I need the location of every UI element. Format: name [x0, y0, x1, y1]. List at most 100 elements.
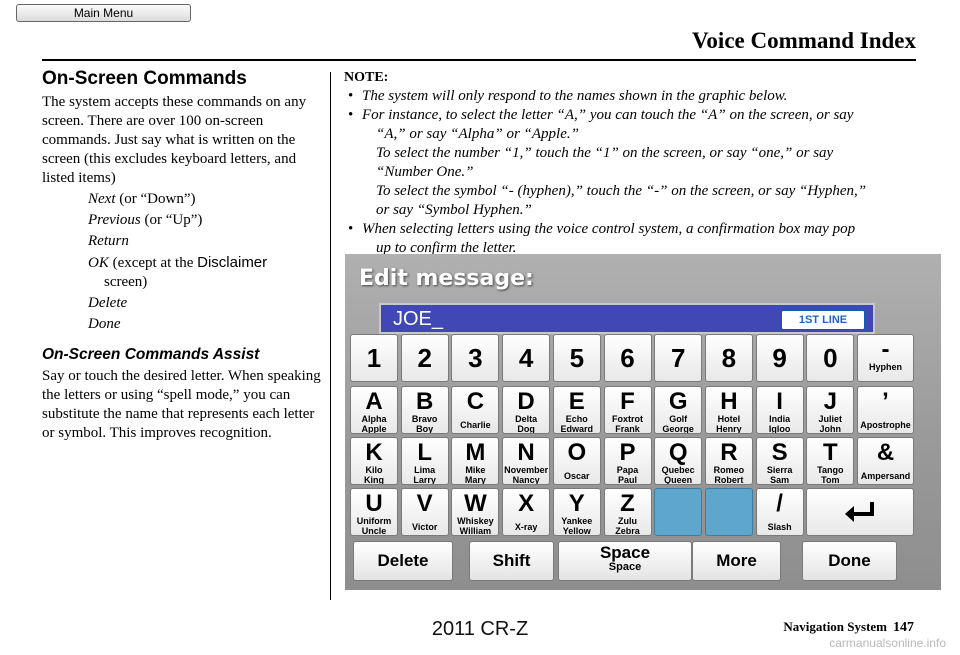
shift-button[interactable]: Shift: [469, 541, 554, 581]
key-ampersand[interactable]: &Ampersand: [857, 437, 914, 485]
key-6[interactable]: 6: [603, 334, 652, 382]
key-1[interactable]: 1: [350, 334, 398, 382]
key-label: Yankee: [561, 516, 593, 526]
key-blank: [704, 488, 753, 536]
key-label: 4: [518, 343, 534, 373]
edit-message-title: Edit message:: [359, 266, 534, 291]
key-label: Foxtrot: [612, 414, 643, 424]
key-label: 2: [417, 343, 432, 373]
key-oscar[interactable]: O Oscar: [552, 437, 601, 485]
key-label: Victor: [412, 522, 438, 532]
key-label: K: [365, 439, 383, 466]
key-label: E: [568, 388, 585, 415]
header-rule: [42, 59, 916, 61]
key-label: Edward: [560, 424, 594, 434]
key-label: H: [720, 388, 738, 415]
key-8[interactable]: 8: [704, 334, 753, 382]
command-list: Next (or “Down”) Previous (or “Up”) Retu…: [42, 190, 327, 334]
key-2[interactable]: 2: [400, 334, 449, 382]
space-button[interactable]: Space Space: [558, 541, 692, 581]
key-label: Papa: [616, 465, 639, 475]
key-0[interactable]: 0: [806, 334, 855, 382]
key-label: Romeo: [713, 465, 745, 475]
key-label: Paul: [617, 475, 637, 485]
key-label: -: [881, 336, 890, 363]
done-button[interactable]: Done: [802, 541, 897, 581]
note-bullet: When selecting letters using the voice c…: [344, 220, 924, 258]
key-label: John: [819, 424, 842, 434]
key-label: Boy: [416, 424, 434, 434]
main-menu-button[interactable]: Main Menu: [16, 4, 191, 22]
key-label: ’: [882, 388, 889, 415]
key-label: 7: [670, 343, 686, 373]
key-apostrophe[interactable]: ’Apostrophe: [857, 386, 914, 434]
key-hyphen[interactable]: -Hyphen: [857, 334, 914, 382]
key-label: Bravo: [411, 414, 438, 424]
key-label: A: [365, 388, 383, 415]
delete-button[interactable]: Delete: [353, 541, 453, 581]
enter-button[interactable]: [806, 488, 914, 536]
section-heading: On-Screen Commands: [42, 68, 247, 89]
key-label: Kilo: [365, 465, 383, 475]
key-label: Z: [620, 490, 635, 517]
message-input-value: JOE_: [393, 308, 444, 330]
key-label: W: [464, 490, 487, 517]
line-select-button[interactable]: 1ST LINE: [781, 310, 865, 330]
left-column: On-Screen Commands The system accepts th…: [42, 68, 327, 443]
key-label: Juliet: [818, 414, 843, 424]
key-label: Yellow: [562, 526, 591, 536]
key-label: Queen: [664, 475, 693, 485]
key-label: S: [771, 439, 788, 466]
key-label: C: [466, 388, 485, 415]
key-label: Quebec: [661, 465, 695, 475]
key-label: J: [823, 388, 837, 415]
key-label: L: [417, 439, 433, 466]
message-input[interactable]: JOE_ 1ST LINE: [379, 303, 875, 334]
key-3[interactable]: 3: [451, 334, 500, 382]
key-label: N: [517, 439, 535, 466]
footer-model: 2011 CR-Z: [431, 618, 529, 640]
command-item: Next (or “Down”): [88, 191, 196, 207]
key-label: F: [620, 388, 635, 415]
key-label: /: [776, 490, 783, 517]
key-label: Lima: [414, 465, 436, 475]
key-5[interactable]: 5: [552, 334, 601, 382]
key-7[interactable]: 7: [654, 334, 703, 382]
more-button[interactable]: More: [692, 541, 781, 581]
key-9[interactable]: 9: [755, 334, 804, 382]
key-4[interactable]: 4: [502, 334, 551, 382]
key-label: T: [822, 439, 838, 466]
key-label: Oscar: [564, 471, 590, 481]
key-slash[interactable]: /Slash: [755, 488, 804, 536]
assist-heading: On-Screen Commands Assist: [42, 346, 260, 363]
key-label: O: [567, 439, 587, 466]
key-label: Mary: [464, 475, 486, 485]
key-label: X: [518, 490, 535, 517]
